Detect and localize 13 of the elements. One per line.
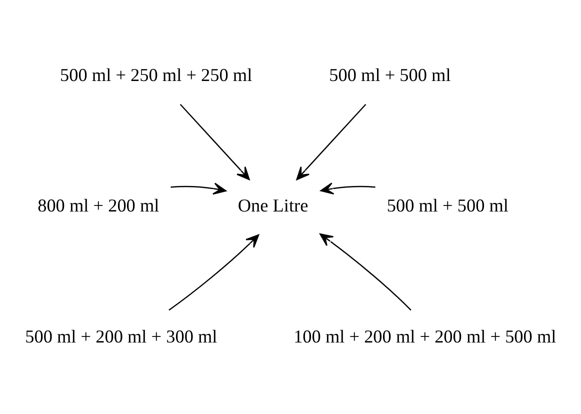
- node-text: 500 ml + 250 ml + 250 ml: [60, 65, 252, 86]
- arrow: [180, 104, 250, 180]
- node-text: One Litre: [238, 196, 308, 216]
- arrow: [320, 233, 412, 311]
- node-text: 500 ml + 500 ml: [386, 196, 508, 216]
- node-text: 500 ml + 500 ml: [329, 65, 451, 86]
- arrow: [320, 182, 376, 195]
- node-text: 500 ml + 200 ml + 300 ml: [25, 326, 218, 346]
- arrow: [170, 182, 226, 195]
- node-text: 100 ml + 200 ml + 200 ml + 500 ml: [294, 326, 556, 346]
- node-text: 800 ml + 200 ml: [38, 196, 160, 216]
- arrow: [296, 104, 366, 180]
- arrow: [168, 234, 260, 311]
